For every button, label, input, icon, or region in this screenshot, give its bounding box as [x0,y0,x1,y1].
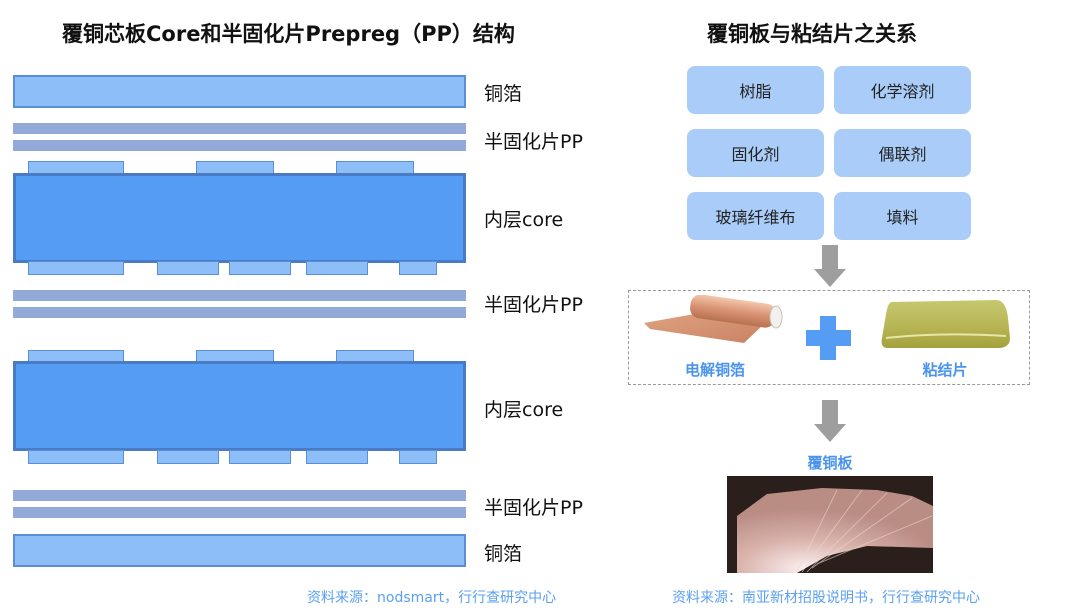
prepreg-sheet-1a [13,123,466,134]
left-title: 覆铜芯板Core和半固化片Prepreg（PP）结构 [62,22,515,46]
core1-bottom-pad [306,261,368,275]
material-label: 填料 [886,208,919,227]
core1-bottom-pad [28,261,124,275]
input-label-copper-foil: 电解铜箔 [684,361,745,379]
left-source-note: 资料来源：nodsmart，行行查研究中心 [307,590,557,606]
plus-icon [806,316,851,360]
arrow-down-icon [814,400,846,442]
right-title: 覆铜板与粘结片之关系 [707,22,917,46]
right-source-note: 资料来源：南亚新材招股说明书，行行查研究中心 [672,590,980,606]
material-label: 玻璃纤维布 [715,208,796,227]
prepreg-sheet-image [881,300,1010,348]
layer-label-prepreg-3: 半固化片PP [484,497,583,519]
material-chip-coupling-agent: 偶联剂 [834,129,971,177]
material-chip-curing-agent: 固化剂 [687,129,824,177]
material-chip-resin: 树脂 [687,66,824,114]
layer-label-core-2: 内层core [484,399,564,421]
core1-bottom-pad [157,261,219,275]
material-label: 树脂 [739,82,772,101]
core2-bottom-pad [157,450,219,464]
copper-foil-roll-image [644,295,783,343]
inner-core-2 [13,361,466,451]
core2-bottom-pad [399,450,437,464]
material-chip-filler: 填料 [834,192,971,240]
material-chip-glass-fiber-cloth: 玻璃纤维布 [687,192,824,240]
inputs-dashed-box [628,290,1030,385]
material-label: 化学溶剂 [870,82,935,101]
material-chip-chemical-solvent: 化学溶剂 [834,66,971,114]
layer-label-core-1: 内层core [484,209,564,231]
input-label-prepreg: 粘结片 [922,361,968,379]
material-label: 偶联剂 [878,145,927,164]
core1-bottom-pad [229,261,291,275]
layer-label-prepreg-1: 半固化片PP [484,131,583,153]
material-label: 固化剂 [731,145,780,164]
layer-label-prepreg-2: 半固化片PP [484,294,583,316]
output-label-ccl: 覆铜板 [807,454,853,472]
core1-bottom-pad [399,261,437,275]
core2-bottom-pad [28,450,124,464]
layer-label-copper-foil-bottom: 铜箔 [484,543,523,565]
arrow-down-icon [814,245,846,287]
prepreg-sheet-1b [13,140,466,151]
prepreg-sheet-2a [13,290,466,301]
inner-core-1 [13,173,466,263]
prepreg-sheet-3a [13,490,466,501]
prepreg-sheet-2b [13,307,466,318]
core2-bottom-pad [229,450,291,464]
core2-bottom-pad [306,450,368,464]
copper-foil-bottom [13,534,466,567]
prepreg-sheet-3b [13,507,466,518]
copper-foil-top [13,75,466,108]
copper-clad-laminate-image [727,476,933,573]
layer-label-copper-foil-top: 铜箔 [484,83,523,105]
